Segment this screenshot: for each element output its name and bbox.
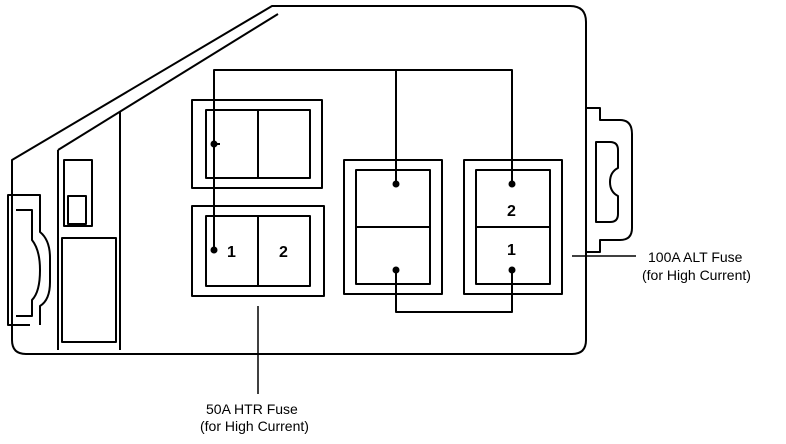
htr-terminal-1-label: 1 (227, 244, 236, 261)
connection-dot (392, 266, 400, 274)
right-mounting-bracket (586, 107, 633, 253)
left-slot-lower (61, 237, 117, 343)
left-bracket-inner (16, 209, 41, 317)
connection-dot (508, 266, 516, 274)
connection-dot (508, 180, 516, 188)
htr-terminal-2-label: 2 (279, 244, 288, 261)
connection-dot (392, 180, 400, 188)
alt-terminal-top-label: 2 (507, 203, 516, 220)
wire-top-bus (213, 69, 513, 250)
right-bracket-inner (595, 141, 619, 223)
alt-fuse-left-frame (343, 159, 443, 295)
wire-bottom-link (395, 270, 513, 313)
alt-callout-subtitle: (for High Current) (642, 267, 751, 283)
alt-callout-title: 100A ALT Fuse (648, 249, 743, 265)
connection-dot (210, 246, 218, 254)
htr-callout-subtitle: (for High Current) (200, 418, 309, 434)
fuse-box-housing (11, 5, 587, 355)
htr-callout-title: 50A HTR Fuse (206, 401, 298, 417)
alt-terminal-bottom-label: 1 (507, 242, 516, 259)
left-mounting-bracket (7, 194, 51, 326)
housing-inner-edge (57, 13, 279, 151)
left-slot-notch (67, 195, 87, 225)
connection-dot (210, 140, 218, 148)
htr-fuse-frame (191, 205, 325, 297)
upper-fuse-frame (191, 99, 323, 189)
left-slot-upper (63, 159, 93, 227)
